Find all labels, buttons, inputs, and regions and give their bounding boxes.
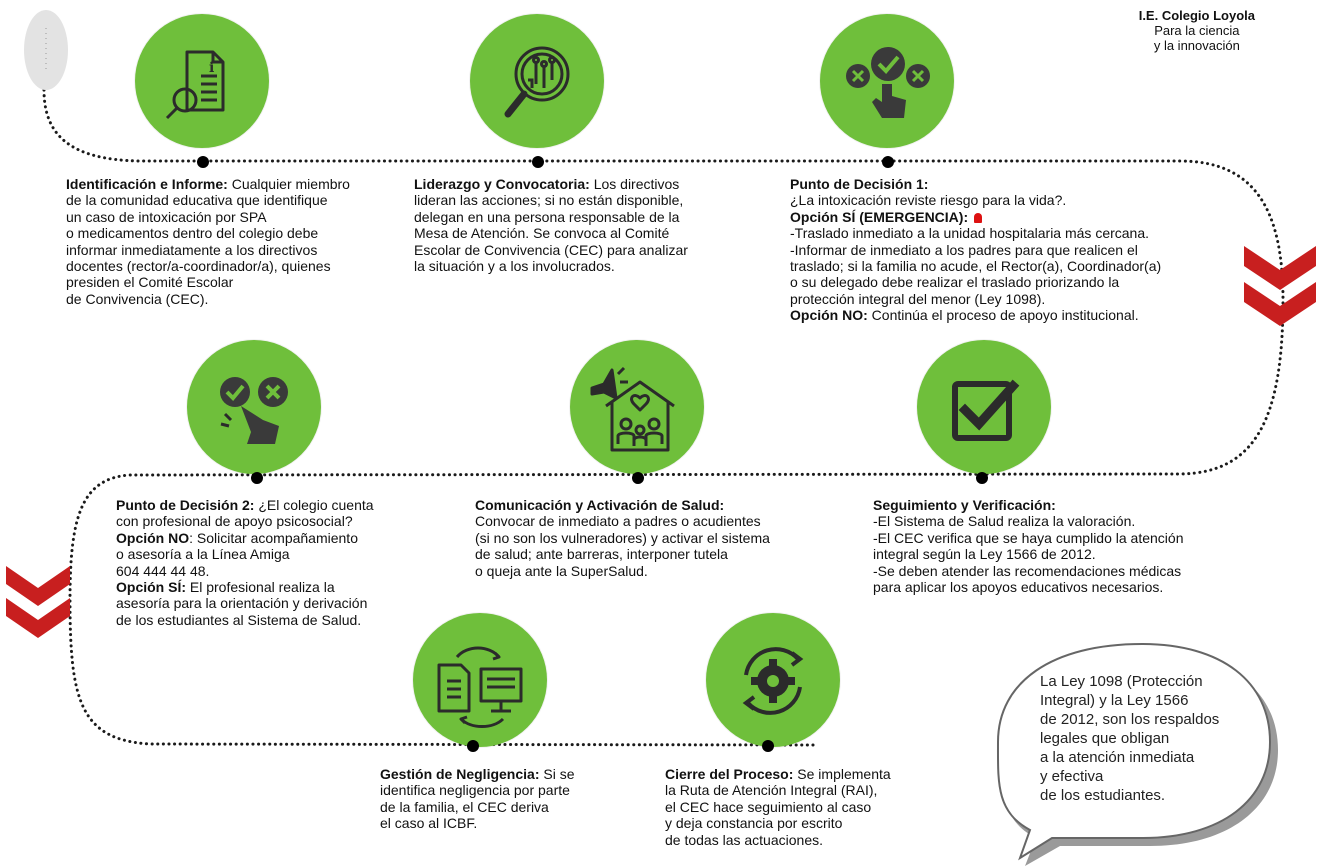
step-title: Punto de Decisión 1:	[790, 176, 929, 192]
step-circle-decision2	[187, 340, 321, 474]
step-circle-liderazgo	[470, 14, 604, 148]
step-circle-cierre	[706, 613, 840, 747]
step-text-seguimiento: Seguimiento y Verificación: -El Sistema …	[873, 497, 1184, 596]
step-circle-negligencia	[413, 613, 547, 747]
step-title: Cierre del Proceso:	[665, 766, 794, 782]
gear-cycle-icon	[742, 647, 804, 715]
path-dot	[762, 740, 774, 752]
chevron-down-icon	[6, 566, 70, 638]
step-text-cierre: Cierre del Proceso: Se implementa la Rut…	[665, 766, 891, 848]
step-circle-seguimiento	[917, 340, 1051, 474]
document-search-icon: i	[165, 50, 225, 120]
path-dot	[467, 740, 479, 752]
step-title: Liderazgo y Convocatoria:	[414, 176, 590, 192]
school-name: I.E. Colegio Loyola	[1138, 8, 1255, 23]
svg-text:i: i	[209, 60, 214, 76]
path-dot	[882, 156, 894, 168]
step-text-negligencia: Gestión de Negligencia: Si se identifica…	[380, 766, 575, 832]
step-circle-comunicacion	[570, 340, 704, 474]
step-text-liderazgo: Liderazgo y Convocatoria: Los directivos…	[414, 176, 688, 275]
step-title: Seguimiento y Verificación:	[873, 497, 1056, 513]
alarm-light-icon	[974, 212, 983, 223]
check-cross-hand-icon	[220, 377, 288, 444]
decision-hand-icon	[846, 47, 930, 118]
path-dot	[197, 156, 209, 168]
step-title: Comunicación y Activación de Salud:	[475, 497, 725, 513]
speech-bubble	[996, 642, 1278, 866]
step-title: Gestión de Negligencia:	[380, 766, 540, 782]
school-header: I.E. Colegio Loyola Para la ciencia y la…	[1139, 8, 1255, 53]
step-circle-identificacion: i	[135, 14, 269, 148]
step-circle-decision1	[820, 14, 954, 148]
step-title: Identificación e Informe:	[66, 176, 228, 192]
chevron-down-icon	[1244, 246, 1316, 326]
step-title: Punto de Decisión 2:	[116, 497, 255, 513]
path-dot	[532, 156, 544, 168]
document-transfer-icon	[437, 646, 523, 728]
house-megaphone-icon	[590, 366, 675, 452]
start-marker	[24, 10, 68, 90]
school-tagline: y la innovación	[1153, 38, 1240, 53]
path-dot	[632, 472, 644, 484]
path-dot	[251, 472, 263, 484]
step-text-comunicacion: Comunicación y Activación de Salud: Conv…	[475, 497, 770, 579]
checkbox-icon	[952, 379, 1020, 441]
magnifier-network-icon	[504, 46, 570, 118]
path-dot	[976, 472, 988, 484]
step-text-decision2: Punto de Decisión 2: ¿El colegio cuenta …	[116, 497, 374, 628]
school-tagline: Para la ciencia	[1154, 23, 1240, 38]
legal-note: La Ley 1098 (Protección Integral) y la L…	[1040, 673, 1220, 804]
step-text-identificacion: Identificación e Informe: Cualquier miem…	[66, 176, 350, 307]
step-text-decision1: Punto de Decisión 1: ¿La intoxicación re…	[790, 176, 1162, 324]
